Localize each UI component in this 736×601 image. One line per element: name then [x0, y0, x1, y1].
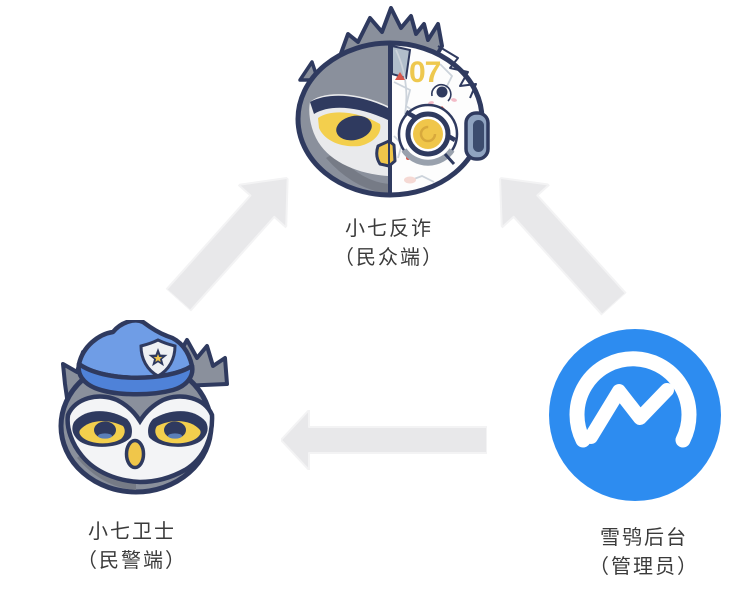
- owl-half-robot-icon: 07: [295, 6, 490, 198]
- node-subtitle: （管理员）: [589, 556, 699, 578]
- node-subtitle: （民众端）: [334, 247, 444, 269]
- node-label-admin: 雪鸮后台 （管理员）: [544, 524, 736, 582]
- owl-beak: [124, 438, 146, 470]
- owl-right-eye: [148, 411, 208, 447]
- owl-police-hat-icon: [58, 320, 229, 495]
- camera-eye: [397, 103, 459, 166]
- hat-badge: [139, 338, 177, 378]
- node-title: 小七卫士: [88, 521, 176, 543]
- node-subtitle: （民警端）: [77, 550, 187, 572]
- owl-left-eye: [72, 411, 132, 447]
- arrow-police-to-public: [165, 176, 289, 312]
- badge-number: 07: [409, 56, 441, 89]
- robot-eye-dot: [436, 86, 448, 98]
- node-title: 雪鸮后台: [600, 527, 688, 549]
- arrow-admin-to-public: [499, 176, 627, 316]
- owl-beak: [375, 139, 397, 168]
- arrow-admin-to-police: [281, 410, 487, 470]
- node-label-police: 小七卫士 （民警端）: [32, 518, 232, 576]
- node-label-public: 小七反诈 （民众端）: [289, 215, 489, 273]
- police-hat: [76, 320, 195, 397]
- gauge-arc: [569, 351, 697, 448]
- node-admin-backend: [547, 327, 723, 503]
- pulse-zigzag: [584, 383, 674, 444]
- node-title: 小七反诈: [345, 218, 433, 240]
- headphone-icon: [464, 111, 490, 161]
- node-police-client: [55, 320, 235, 512]
- blue-pulse-circle-icon: [549, 329, 721, 501]
- node-public-client: 07: [288, 6, 498, 206]
